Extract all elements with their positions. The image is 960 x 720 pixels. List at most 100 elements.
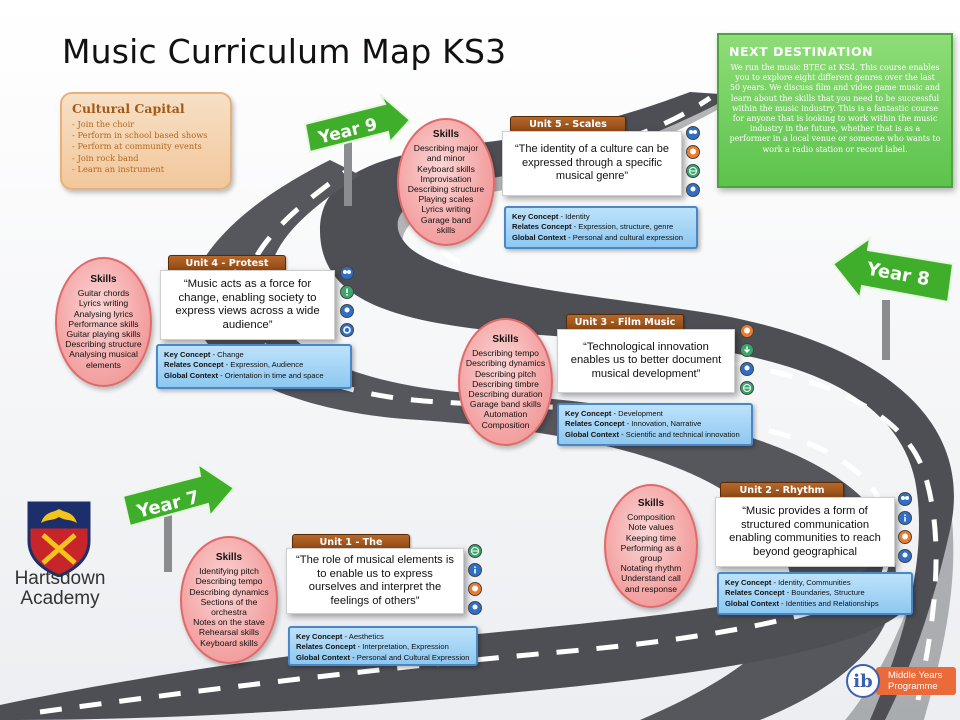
unit5-quote: “The identity of a culture can be expres… bbox=[502, 131, 682, 196]
skill-item: Keeping time bbox=[625, 532, 677, 543]
skill-item: Describing tempo bbox=[472, 348, 539, 359]
key-concept-row: Key Concept - Identity, Communities bbox=[725, 578, 851, 587]
skill-item: orchestra bbox=[211, 607, 247, 617]
skill-item: Keyboard skills bbox=[417, 163, 475, 174]
skill-item: Performance skills bbox=[68, 318, 139, 329]
unit1-concept-box: Key Concept - Aesthetics Relates Concept… bbox=[288, 626, 478, 666]
unit4-concept-box: Key Concept - Change Relates Concept - E… bbox=[156, 344, 352, 389]
skill-item: Note values bbox=[628, 522, 674, 533]
relates-concept-row: Relates Concept - Boundaries, Structure bbox=[725, 588, 865, 598]
unit3-skills-oval: Skills Describing tempo Describing dynam… bbox=[458, 318, 553, 446]
skill-item: Playing scales bbox=[418, 194, 474, 205]
globe-icon bbox=[686, 164, 700, 178]
people-icon bbox=[686, 183, 700, 197]
skills-heading: Skills bbox=[637, 498, 665, 510]
skill-item: Describing major bbox=[413, 143, 479, 154]
school-name: Hartsdown Academy bbox=[14, 568, 106, 609]
skill-item: Composition bbox=[481, 419, 530, 430]
globe-icon bbox=[740, 381, 754, 395]
unit5-concept-box: Key Concept - Identity Relates Concept -… bbox=[504, 206, 698, 249]
ib-myp-logo: Middle Years Programme ib bbox=[846, 662, 958, 700]
list-item: Join the choir bbox=[72, 119, 220, 130]
people-icon bbox=[468, 601, 482, 615]
download-icon bbox=[740, 343, 754, 357]
skill-item: Rehearsal skills bbox=[198, 627, 260, 638]
relates-concept-row: Relates Concept - Expression, Audience bbox=[164, 360, 304, 370]
unit2-icon-column bbox=[898, 492, 913, 563]
skill-item: Describing structure bbox=[65, 339, 142, 350]
unit4-skills-oval: Skills Guitar chords Lyrics writing Anal… bbox=[55, 257, 152, 387]
list-item: Perform in school based shows bbox=[72, 130, 220, 141]
skills-heading: Skills bbox=[492, 334, 519, 346]
unit4-quote: “Music acts as a force for change, enabl… bbox=[160, 270, 335, 340]
skill-item: Describing tempo bbox=[195, 576, 263, 587]
skill-item: Describing structure bbox=[407, 183, 485, 194]
skill-item: Lyrics writing bbox=[78, 298, 129, 309]
cultural-capital-box: Cultural Capital Join the choir Perform … bbox=[60, 92, 232, 190]
skill-item: Describing pitch bbox=[474, 368, 537, 379]
people-icon bbox=[340, 266, 354, 280]
skill-item: Automation bbox=[483, 409, 528, 420]
myp-label: Middle Years Programme bbox=[876, 667, 956, 695]
unit1-quote: “The role of musical elements is to enab… bbox=[286, 548, 464, 614]
unit2-quote: “Music provides a form of structured com… bbox=[715, 497, 895, 567]
skill-item: Describing dynamics bbox=[465, 358, 546, 369]
unit3-concept-box: Key Concept - Development Relates Concep… bbox=[557, 403, 753, 446]
cultural-capital-list: Join the choir Perform in school based s… bbox=[72, 119, 220, 175]
skill-item: Describing dynamics bbox=[189, 586, 269, 597]
next-destination-heading: NEXT DESTINATION bbox=[729, 44, 874, 59]
skill-item: Guitar chords bbox=[77, 288, 130, 299]
list-item: Perform at community events bbox=[72, 141, 220, 152]
unit1-icon-column bbox=[468, 544, 483, 615]
unit5-skills-oval: Skills Describing major and minor Keyboa… bbox=[397, 118, 495, 246]
skill-item: Composition bbox=[627, 512, 675, 523]
global-context-row: Global Context - Personal and cultural e… bbox=[512, 232, 683, 242]
skill-item: Describing duration bbox=[468, 389, 543, 399]
skill-item: Performing as a bbox=[620, 542, 682, 553]
relates-concept-row: Relates Concept - Expression, structure,… bbox=[512, 222, 674, 232]
globe-icon bbox=[468, 544, 482, 558]
lightbulb-icon bbox=[468, 582, 482, 596]
skill-item: Identifying pitch bbox=[199, 566, 259, 577]
gear-icon bbox=[340, 323, 354, 337]
skill-item: Keyboard skills bbox=[200, 637, 258, 648]
skill-item: and response bbox=[624, 583, 678, 594]
unit3-icon-column bbox=[740, 324, 755, 395]
lightbulb-icon bbox=[740, 324, 754, 338]
skill-item: Notes on the stave bbox=[193, 617, 265, 628]
year-8-sign: Year 8 bbox=[828, 235, 958, 360]
list-item: Learn an instrument bbox=[72, 164, 220, 175]
skill-item: elements bbox=[86, 359, 121, 370]
skills-heading: Skills bbox=[90, 274, 117, 286]
unit3-quote: “Technological innovation enables us to … bbox=[557, 329, 735, 393]
global-context-row: Global Context - Orientation in time and… bbox=[164, 370, 324, 380]
lightbulb-icon bbox=[898, 530, 912, 544]
year-7-sign: Year 7 bbox=[118, 461, 238, 577]
people-icon bbox=[340, 304, 354, 318]
skill-item: Guitar playing skills bbox=[66, 329, 141, 339]
next-destination-box: NEXT DESTINATION We run the music BTEC a… bbox=[717, 33, 953, 188]
skill-item: Analysing lyrics bbox=[73, 308, 134, 319]
info-icon bbox=[468, 563, 482, 577]
year-9-sign: Year 9 bbox=[300, 93, 412, 211]
relates-concept-row: Relates Concept - Interpretation, Expres… bbox=[296, 642, 449, 652]
global-context-row: Global Context - Identities and Relation… bbox=[725, 598, 879, 608]
unit5-icon-column bbox=[686, 126, 701, 197]
relates-concept-row: Relates Concept - Innovation, Narrative bbox=[565, 419, 702, 429]
skill-item: skills bbox=[436, 224, 456, 235]
skill-item: Lyrics writing bbox=[421, 204, 471, 215]
people-icon bbox=[898, 492, 912, 506]
page-title: Music Curriculum Map KS3 bbox=[62, 32, 507, 71]
skills-heading: Skills bbox=[215, 552, 243, 564]
next-destination-text: We run the music BTEC at KS4. This cours… bbox=[729, 63, 941, 154]
info-icon bbox=[898, 511, 912, 525]
key-concept-row: Key Concept - Aesthetics bbox=[296, 632, 384, 641]
unit4-icon-column bbox=[340, 266, 355, 337]
skills-heading: Skills bbox=[432, 129, 460, 141]
cultural-capital-heading: Cultural Capital bbox=[72, 101, 185, 116]
skill-item: Garage band skills bbox=[469, 399, 542, 410]
key-concept-row: Key Concept - Development bbox=[565, 409, 663, 418]
people-icon bbox=[686, 126, 700, 140]
key-concept-row: Key Concept - Identity bbox=[512, 212, 590, 221]
school-crest-icon bbox=[27, 501, 91, 577]
